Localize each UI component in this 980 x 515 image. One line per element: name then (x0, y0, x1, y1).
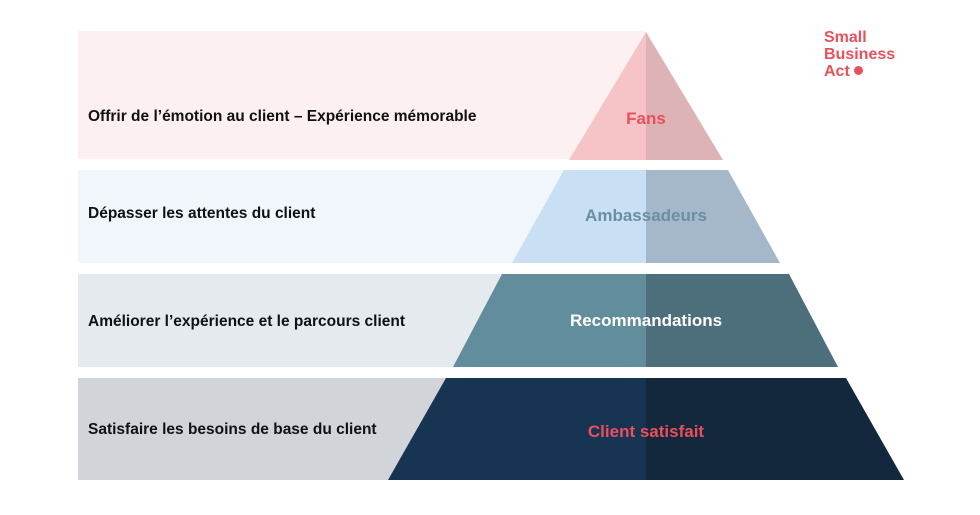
pyramid-tier-1-left (569, 32, 646, 160)
logo-line-2: Business (824, 46, 896, 63)
logo-line-3-text: Act (824, 63, 850, 80)
description-level-4: Satisfaire les besoins de base du client (88, 421, 377, 438)
pyramid-tier-3-left (453, 274, 646, 367)
tier-label-fans: Fans (626, 109, 666, 128)
pyramid-tier-4-right (646, 378, 904, 480)
description-level-2: Dépasser les attentes du client (88, 205, 316, 222)
tier-label-recommandations: Recommandations (570, 311, 722, 330)
small-business-act-logo: Small Business Act (824, 29, 895, 80)
pyramid-tier-1-right (646, 32, 723, 160)
pyramid-tier-3-right (646, 274, 838, 367)
tier-label-ambassadeurs: Ambassadeurs (585, 206, 707, 225)
tier-label-client-satisfait: Client satisfait (588, 422, 705, 441)
logo-line-3: Act (824, 63, 895, 80)
band-level-1 (78, 31, 646, 159)
logo-dot-icon (853, 66, 863, 75)
description-level-3: Améliorer l’expérience et le parcours cl… (88, 313, 406, 330)
pyramid-tier-4-left (388, 378, 646, 480)
logo-line-1: Small (824, 29, 867, 46)
pyramid-tier-2-right (646, 170, 780, 263)
pyramid-tier-2-left (512, 170, 646, 263)
description-level-1: Offrir de l’émotion au client – Expérien… (88, 108, 477, 125)
